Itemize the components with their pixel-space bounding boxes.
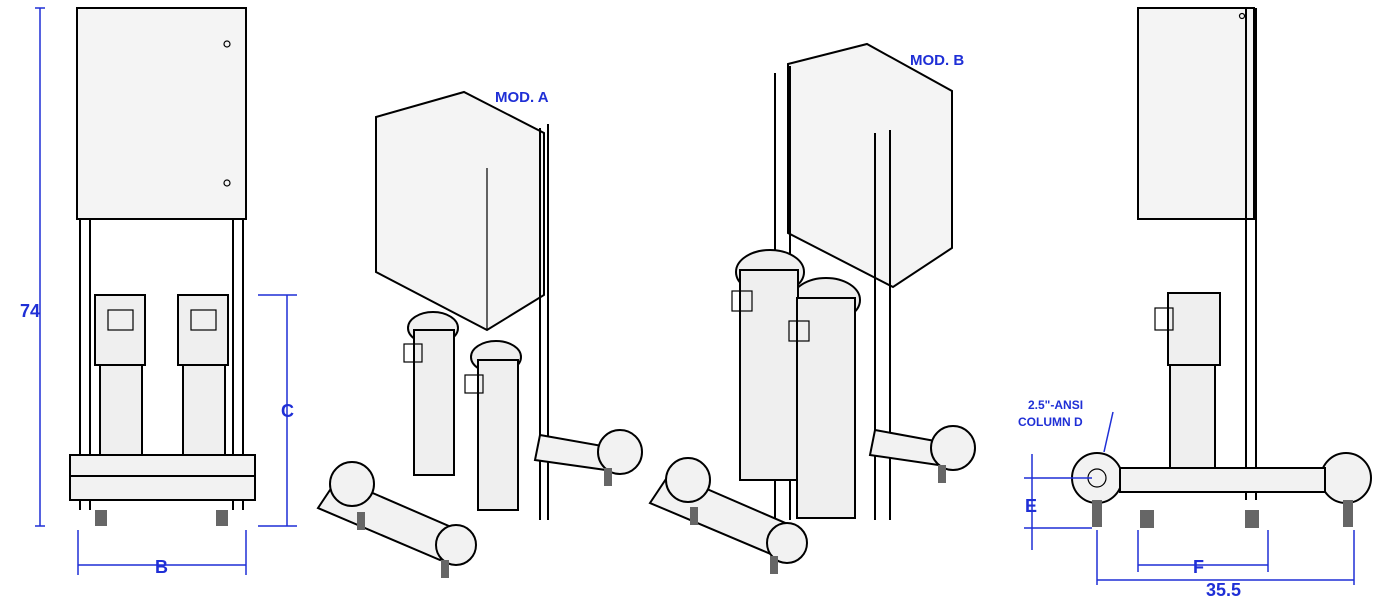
front-view: 74 B C: [20, 7, 297, 577]
model-b-panel: [787, 42, 953, 289]
ansi-leader-line: [1103, 411, 1114, 453]
model-b-label: MOD. B: [910, 52, 964, 69]
side-panel-screw: [1238, 12, 1246, 20]
c-dimension-label: C: [281, 401, 294, 421]
front-control-panel: [76, 7, 247, 220]
model-b-pump-left: [739, 269, 799, 481]
model-a-pump-right: [477, 359, 519, 511]
front-right-pump: [182, 364, 226, 456]
model-b-foot-2: [770, 556, 778, 574]
side-manifold: [1119, 467, 1326, 493]
model-a-flange-rear: [597, 429, 643, 475]
model-a-flange-right: [435, 524, 477, 566]
ansi-note-line1: 2.5"-ANSI: [1028, 398, 1083, 412]
front-left-pump: [99, 364, 143, 456]
panel-screw-bottom: [223, 179, 231, 187]
front-foot-right: [216, 510, 228, 526]
model-b-flange-rear: [930, 425, 976, 471]
side-motor: [1167, 292, 1221, 366]
width-dimension-label: B: [155, 557, 168, 577]
model-a-foot-2: [441, 560, 449, 578]
side-control-panel: [1137, 7, 1255, 220]
panel-screw-top: [223, 40, 231, 48]
model-b-foot-1: [690, 507, 698, 525]
model-a-terminal-left: [403, 343, 423, 363]
side-foot-right: [1343, 500, 1353, 527]
front-foot-left: [95, 510, 107, 526]
side-foot-left: [1092, 500, 1102, 527]
side-foot-mid-right: [1245, 510, 1259, 528]
model-b-pump-right: [796, 297, 856, 519]
side-flange-right: [1320, 452, 1372, 504]
overall-width-label: 35.5: [1206, 580, 1241, 600]
model-b-foot-3: [938, 465, 946, 483]
model-a-foot-1: [357, 512, 365, 530]
ansi-note-line2: COLUMN D: [1018, 415, 1083, 429]
side-view: 2.5"-ANSI COLUMN D E F 35.5: [1018, 7, 1372, 600]
front-manifold-base: [69, 454, 256, 501]
model-a-panel: [375, 90, 545, 332]
model-a-flange-left: [329, 461, 375, 507]
model-a-terminal-right: [464, 374, 484, 394]
side-foot-mid-left: [1140, 510, 1154, 528]
model-b-terminal-left: [731, 290, 753, 312]
front-left-terminal-box: [107, 309, 134, 331]
model-a-view: MOD. A: [316, 89, 643, 578]
side-terminal-box: [1154, 307, 1174, 331]
front-right-terminal-box: [190, 309, 217, 331]
model-a-pump-left: [413, 329, 455, 476]
model-b-terminal-right: [788, 320, 810, 342]
e-dimension-label: E: [1025, 496, 1037, 516]
model-b-flange-left: [665, 457, 711, 503]
model-a-foot-3: [604, 468, 612, 486]
model-b-flange-right: [766, 522, 808, 564]
height-dimension-label: 74: [20, 301, 40, 321]
model-b-view: MOD. B: [648, 42, 976, 574]
side-pump: [1169, 364, 1216, 486]
model-a-label: MOD. A: [495, 89, 549, 106]
f-dimension-label: F: [1193, 557, 1204, 577]
